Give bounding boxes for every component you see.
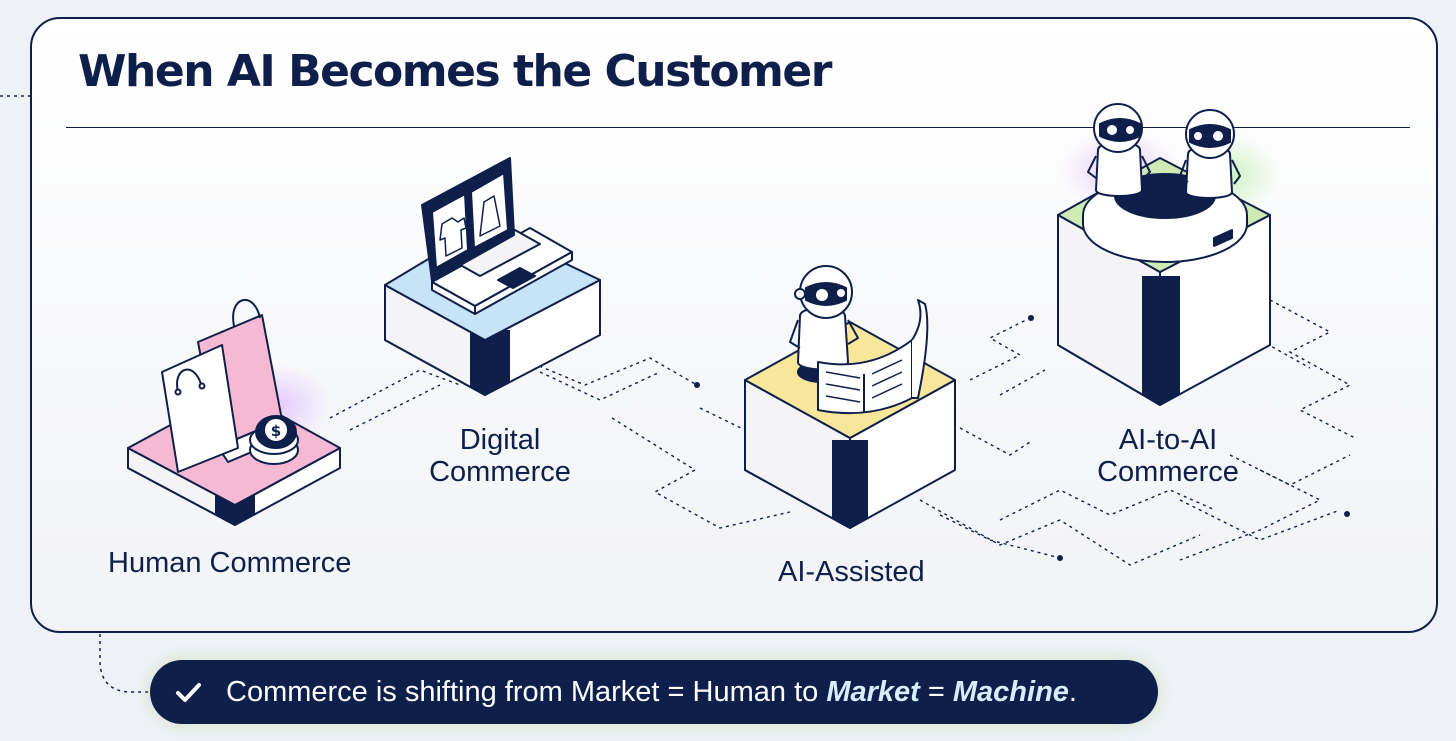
summary-text-equals: = [919,675,953,708]
summary-text-end: . [1068,675,1077,708]
summary-text-machine: Machine [952,675,1069,708]
stage-label-ai-to-ai-commerce: AI-to-AI Commerce [1086,424,1250,488]
human-commerce-block: $ [127,299,341,526]
check-icon [176,683,201,702]
summary-text-market: Market [826,675,920,708]
circuit-network [329,299,1356,566]
summary-banner: Commerce is shifting from Market = Human… [150,660,1158,724]
stage-label-ai2ai-line2: Commerce [1097,456,1239,488]
diagram-title: When AI Becomes the Customer [78,46,832,97]
stage-label-ai-assisted: AI-Assisted [778,556,925,588]
summary-text: Commerce is shifting from Market = Human… [226,676,1077,709]
stage-label-ai2ai-line1: AI-to-AI [1118,424,1218,456]
summary-text-before: Commerce is shifting from Market = Human… [226,675,827,708]
stage-label-digital-line1: Digital [459,424,541,456]
ai-to-ai-block [1057,103,1280,406]
stage-label-digital-commerce: Digital Commerce [420,424,580,488]
svg-text:$: $ [271,422,281,440]
ai-assisted-block [744,265,956,529]
stage-label-human-commerce: Human Commerce [108,547,352,579]
stage-label-digital-line2: Commerce [429,456,571,488]
digital-commerce-block [384,157,601,396]
circuit-nodes [694,315,1350,561]
title-divider [66,127,1410,128]
